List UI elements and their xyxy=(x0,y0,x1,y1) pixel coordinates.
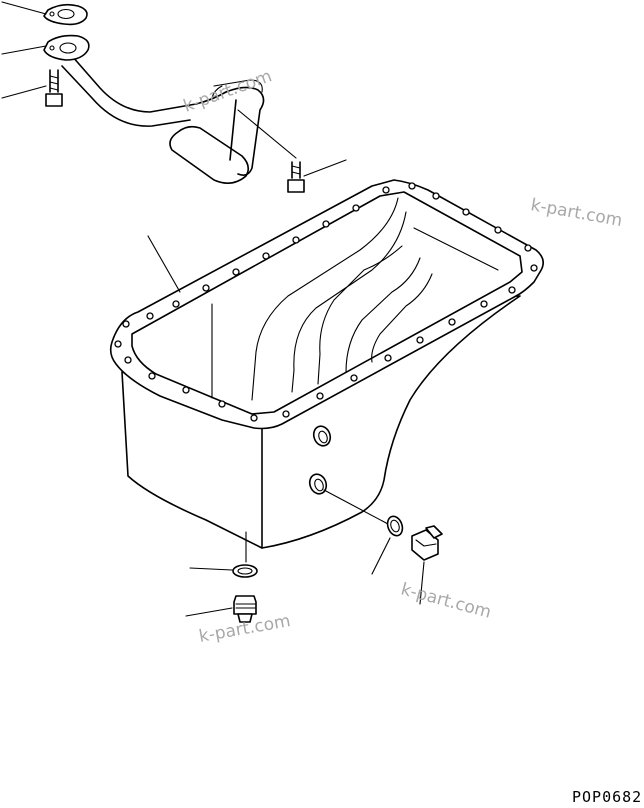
leader-gasket xyxy=(1,1,47,15)
o-ring-side xyxy=(386,515,404,537)
leader-bolt-tube-bracket xyxy=(303,159,347,177)
leader-bolt-tube-flange xyxy=(1,85,47,99)
leader-drain-plug-side xyxy=(419,561,425,605)
leader-o-ring-side xyxy=(371,537,391,575)
callout-leaders xyxy=(1,1,425,617)
watermark: k-part.com xyxy=(529,195,624,231)
bolt-tube-bracket xyxy=(287,161,305,193)
oil-pan xyxy=(109,179,544,563)
rim-bolt-holes xyxy=(114,182,538,422)
side-port-upper xyxy=(312,425,332,447)
drain-plug-side xyxy=(411,525,443,561)
side-port-lower xyxy=(308,473,328,495)
bolt-tube-flange xyxy=(45,69,63,107)
leader-tube-to-bolt xyxy=(237,109,297,159)
o-ring-bottom xyxy=(232,564,258,578)
suction-tube xyxy=(43,34,265,184)
leader-suction-tube xyxy=(1,45,47,55)
drain-plug-bottom xyxy=(233,595,257,623)
leader-drain-plug-bottom xyxy=(185,607,233,617)
suction-tube-assembly xyxy=(43,3,305,193)
figure-code: POP0682 xyxy=(572,788,642,806)
leader-oil-pan xyxy=(147,235,181,293)
watermark: k-part.com xyxy=(399,580,494,623)
gasket xyxy=(43,3,88,26)
leader-o-ring-bottom xyxy=(189,567,233,571)
